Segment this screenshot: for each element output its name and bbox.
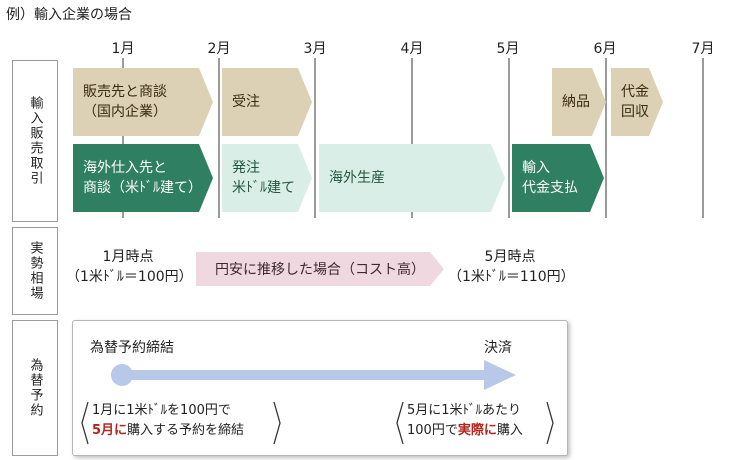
forward-end-label: 決済 xyxy=(484,340,512,356)
section-forward-label: 為替予約 xyxy=(27,358,43,418)
gridline-jan xyxy=(122,58,124,218)
page-title: 例）輸入企業の場合 xyxy=(6,7,132,23)
rate-jan-label: 1月時点 xyxy=(102,249,154,265)
month-jan: 1月 xyxy=(111,41,135,57)
right-note-line1: 5月に1米ﾄﾞﾙあたり xyxy=(407,403,522,418)
rate-may: 5月時点 （1米ﾄﾞﾙ＝110円） xyxy=(448,247,575,287)
step-delivery: 納品 xyxy=(552,68,606,136)
section-rate: 実勢相場 xyxy=(12,227,58,315)
right-note: 5月に1米ﾄﾞﾙあたり 100円で実際に購入 xyxy=(407,401,523,441)
right-note-suffix: 購入 xyxy=(496,423,523,438)
forward-timeline xyxy=(111,360,516,390)
step-overseas-production: 海外生産 xyxy=(319,144,505,212)
left-note-open-bracket xyxy=(81,401,89,445)
right-note-open-bracket xyxy=(396,401,404,445)
right-note-prefix: 100円で xyxy=(407,423,458,438)
left-note-line2: 5月に購入する予約を締結 xyxy=(92,421,244,441)
month-apr: 4月 xyxy=(400,41,424,57)
section-sales: 輸入販売取引 xyxy=(12,60,58,222)
timeline-bar xyxy=(122,370,492,380)
step-import-payment: 輸入 代金支払 xyxy=(512,144,604,212)
section-sales-label: 輸入販売取引 xyxy=(27,96,43,186)
section-forward: 為替予約 xyxy=(12,320,58,456)
right-note-line2: 100円で実際に購入 xyxy=(407,421,523,441)
month-jun: 6月 xyxy=(593,41,617,57)
month-may: 5月 xyxy=(496,41,520,57)
month-jul: 7月 xyxy=(691,41,715,57)
timeline-start-dot xyxy=(111,364,133,386)
right-note-close-bracket xyxy=(546,401,554,445)
step-order-placed: 発注 米ﾄﾞﾙ建て xyxy=(222,144,312,212)
rate-jan: 1月時点 （1米ﾄﾞﾙ＝100円） xyxy=(66,247,193,287)
section-rate-label: 実勢相場 xyxy=(27,241,43,301)
gridline-feb xyxy=(218,58,220,218)
left-note-line1: 1月に1米ﾄﾞﾙを100円で xyxy=(92,403,231,418)
left-note-emphasis: 5月に xyxy=(92,423,128,438)
left-note-line2-rest: 購入する予約を締結 xyxy=(127,423,245,438)
step-negotiate-overseas: 海外仕入先と 商談（米ﾄﾞﾙ建て） xyxy=(73,144,213,212)
gridline-jul xyxy=(702,58,704,218)
step-order-received: 受注 xyxy=(222,68,312,136)
gridline-apr xyxy=(411,58,413,218)
right-note-emphasis: 実際に xyxy=(457,423,497,438)
left-note-close-bracket xyxy=(273,401,281,445)
gridline-jun xyxy=(605,58,607,218)
month-feb: 2月 xyxy=(207,41,231,57)
rate-may-label: 5月時点 xyxy=(484,249,536,265)
rate-may-value: （1米ﾄﾞﾙ＝110円） xyxy=(448,269,575,285)
gridline-mar xyxy=(314,58,316,218)
rate-trend-label: 円安に推移した場合（コスト高） xyxy=(215,262,425,278)
step-negotiate-domestic: 販売先と商談 （国内企業） xyxy=(73,68,213,136)
rate-jan-value: （1米ﾄﾞﾙ＝100円） xyxy=(66,269,193,285)
left-note: 1月に1米ﾄﾞﾙを100円で 5月に購入する予約を締結 xyxy=(92,401,244,441)
step-collection: 代金 回収 xyxy=(611,68,663,136)
forward-start-label: 為替予約締結 xyxy=(90,340,174,356)
gridline-may xyxy=(508,58,510,218)
rate-trend-arrow: 円安に推移した場合（コスト高） xyxy=(196,252,444,286)
timeline-arrowhead xyxy=(484,360,516,390)
month-mar: 3月 xyxy=(303,41,327,57)
